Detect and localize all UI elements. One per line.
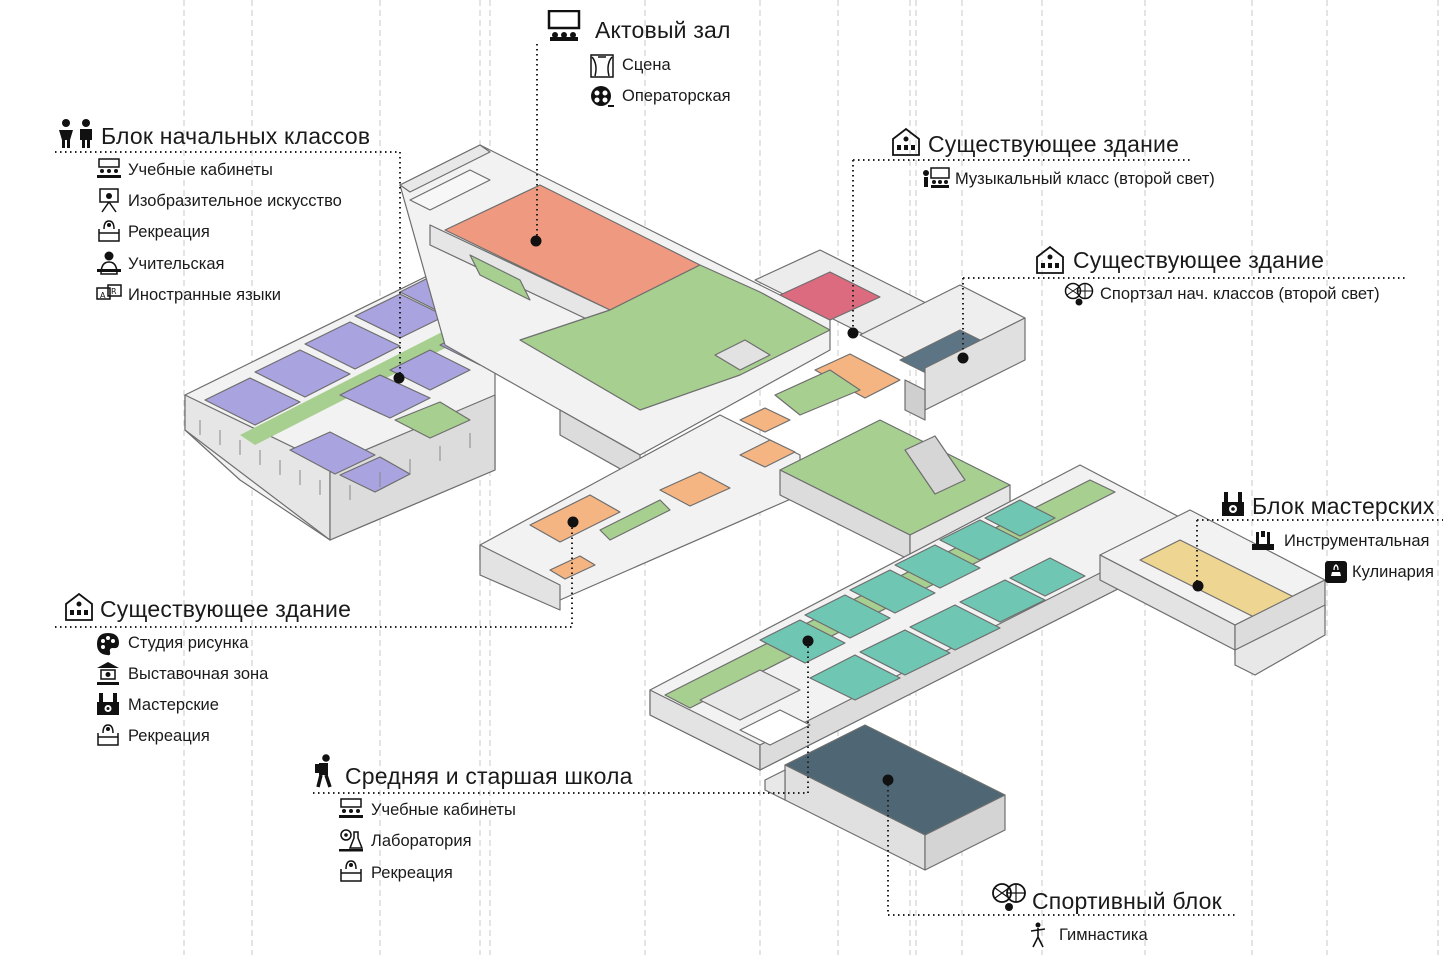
easel-icon (96, 187, 122, 218)
stage-icon (546, 9, 582, 47)
svg-text:R: R (111, 287, 117, 296)
building-model (184, 144, 1326, 871)
children-icon (56, 118, 96, 153)
group-title-existing-1: Существующее здание (928, 131, 1180, 157)
gymnast-icon (1027, 922, 1049, 953)
armchair-icon (338, 859, 364, 888)
group-title-sports: Спортивный блок (1032, 888, 1222, 914)
group-title-workshops: Блок мастерских (1252, 493, 1435, 519)
item-cooking: Кулинария (1352, 563, 1434, 581)
svg-text:A: A (100, 291, 106, 300)
workshop-icon (1219, 490, 1247, 523)
item-fine-arts: Изобразительное искусство (128, 192, 342, 210)
armchair-icon (95, 723, 121, 752)
group-title-middle-school: Средняя и старшая школа (345, 763, 633, 789)
item-workshops: Мастерские (128, 696, 219, 714)
building-icon (891, 127, 921, 162)
item-drawing-studio: Студия рисунка (128, 634, 249, 652)
leader-lines (55, 44, 1443, 916)
palette-icon (95, 631, 121, 662)
item-stage: Сцена (622, 56, 671, 74)
building-icon (1035, 245, 1065, 280)
item-music-class: Музыкальный класс (второй свет) (955, 170, 1215, 188)
cooking-icon (1325, 561, 1347, 588)
item-primary-recreation: Рекреация (128, 223, 210, 241)
item-gymnastics: Гимнастика (1059, 926, 1148, 944)
curtain-icon (590, 54, 614, 83)
music-class-icon (922, 167, 950, 194)
existing-buildings-top-right (754, 249, 1026, 421)
student-icon (314, 754, 338, 793)
film-reel-icon (590, 85, 614, 114)
central-hall (779, 419, 1011, 561)
item-foreign-languages: Иностранные языки (128, 286, 281, 304)
sports-hall (764, 724, 1006, 871)
group-title-assembly: Актовый зал (595, 17, 731, 43)
teacher-icon (96, 250, 122, 281)
classroom-icon (96, 158, 122, 185)
building-icon (64, 592, 94, 627)
primary-windows (199, 420, 471, 500)
middle-school-wing (649, 464, 1186, 771)
sports-balls-icon (1064, 282, 1094, 311)
marker-dots (393, 235, 1204, 786)
lab-icon (338, 828, 364, 857)
item-teachers-room: Учительская (128, 255, 225, 273)
armchair-icon (96, 219, 122, 248)
workshop-icon (95, 691, 121, 722)
item-operator-room: Операторская (622, 87, 731, 105)
classroom-icon (338, 798, 364, 825)
item-exhibition-zone: Выставочная зона (128, 665, 269, 683)
group-title-existing-3: Существующее здание (100, 596, 352, 622)
group-title-primary: Блок начальных классов (101, 123, 371, 149)
item-middle-recreation: Рекреация (371, 864, 453, 882)
item-middle-classrooms: Учебные кабинеты (371, 801, 516, 819)
group-title-existing-2: Существующее здание (1073, 247, 1325, 273)
sports-balls-icon (991, 882, 1027, 917)
exhibition-icon (95, 661, 121, 692)
item-tool-workshop: Инструментальная (1284, 532, 1430, 550)
item-existing-recreation: Рекреация (128, 727, 210, 745)
tools-icon (1251, 529, 1275, 556)
item-primary-gym: Спортзал нач. классов (второй свет) (1100, 285, 1380, 303)
central-block (399, 144, 831, 481)
item-primary-classrooms: Учебные кабинеты (128, 161, 273, 179)
item-laboratory: Лаборатория (371, 832, 472, 850)
